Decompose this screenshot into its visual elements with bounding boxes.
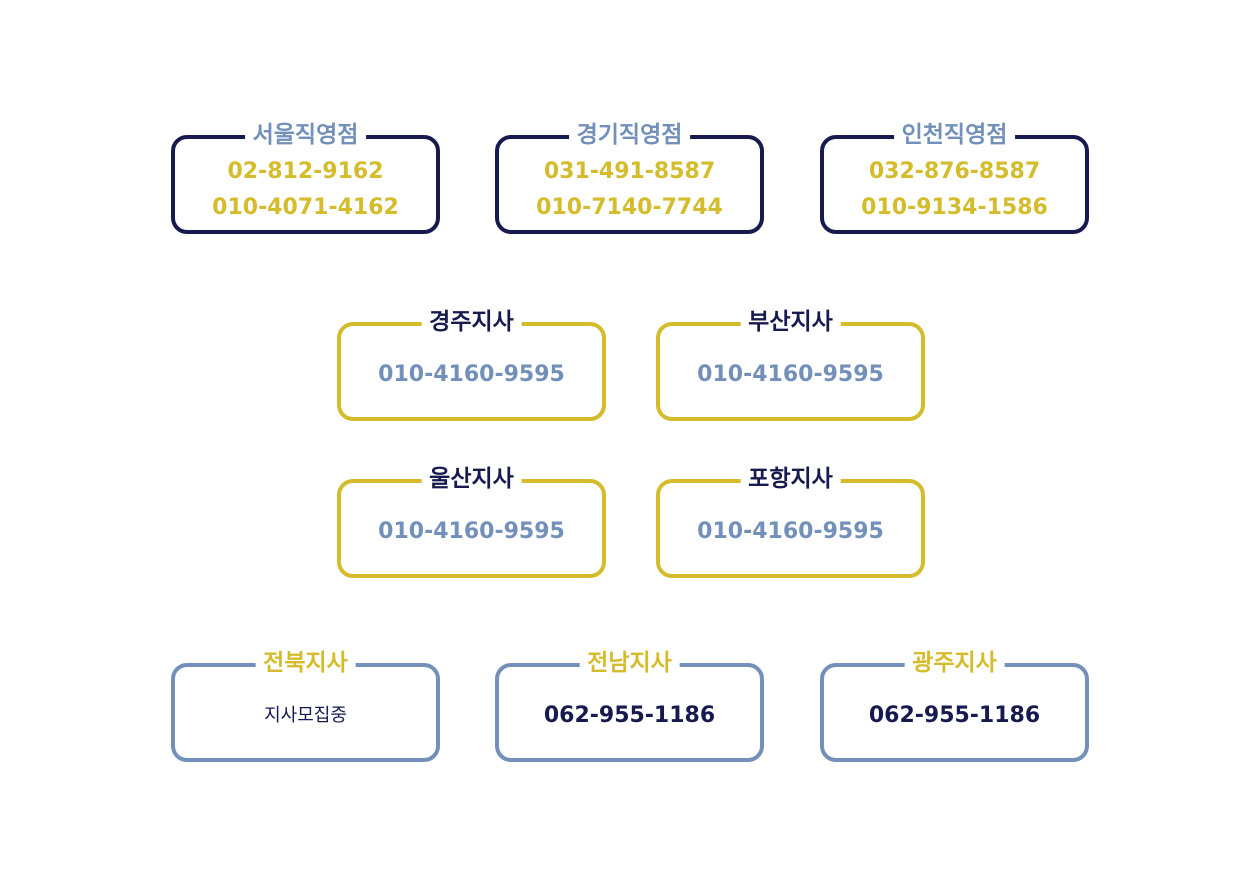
store-card-incheon: 인천직영점 032-876-8587 010-9134-1586 — [820, 121, 1089, 234]
branch-card-pohang: 포항지사 010-4160-9595 — [656, 465, 925, 578]
branch-card-gwangju: 광주지사 062-955-1186 — [820, 649, 1089, 762]
branch-name: 경주지사 — [421, 308, 522, 336]
branch-card-jeonbuk: 전북지사 지사모집중 — [171, 649, 440, 762]
phone-number[interactable]: 010-4160-9595 — [378, 362, 565, 387]
phone-number[interactable]: 031-491-8587 — [543, 159, 716, 184]
branch-name: 포항지사 — [740, 465, 841, 493]
store-name: 인천직영점 — [893, 121, 1016, 149]
mobile-number[interactable]: 010-7140-7744 — [536, 195, 723, 220]
phone-number[interactable]: 010-4160-9595 — [697, 519, 884, 544]
branch-name: 광주지사 — [904, 649, 1005, 677]
store-name: 서울직영점 — [244, 121, 367, 149]
branch-name: 전북지사 — [255, 649, 356, 677]
mobile-number[interactable]: 010-9134-1586 — [861, 195, 1048, 220]
branch-card-gyeongju: 경주지사 010-4160-9595 — [337, 308, 606, 421]
phone-number[interactable]: 032-876-8587 — [868, 159, 1041, 184]
phone-number[interactable]: 010-4160-9595 — [697, 362, 884, 387]
recruiting-status: 지사모집중 — [264, 705, 347, 726]
branch-card-ulsan: 울산지사 010-4160-9595 — [337, 465, 606, 578]
phone-number[interactable]: 010-4160-9595 — [378, 519, 565, 544]
branch-name: 울산지사 — [421, 465, 522, 493]
branch-name: 전남지사 — [579, 649, 680, 677]
store-card-gyeonggi: 경기직영점 031-491-8587 010-7140-7744 — [495, 121, 764, 234]
phone-number[interactable]: 062-955-1186 — [868, 703, 1041, 728]
store-card-seoul: 서울직영점 02-812-9162 010-4071-4162 — [171, 121, 440, 234]
phone-number[interactable]: 02-812-9162 — [227, 159, 384, 184]
store-name: 경기직영점 — [568, 121, 691, 149]
branch-card-busan: 부산지사 010-4160-9595 — [656, 308, 925, 421]
mobile-number[interactable]: 010-4071-4162 — [212, 195, 399, 220]
branch-card-jeonnam: 전남지사 062-955-1186 — [495, 649, 764, 762]
branch-name: 부산지사 — [740, 308, 841, 336]
phone-number[interactable]: 062-955-1186 — [543, 703, 716, 728]
